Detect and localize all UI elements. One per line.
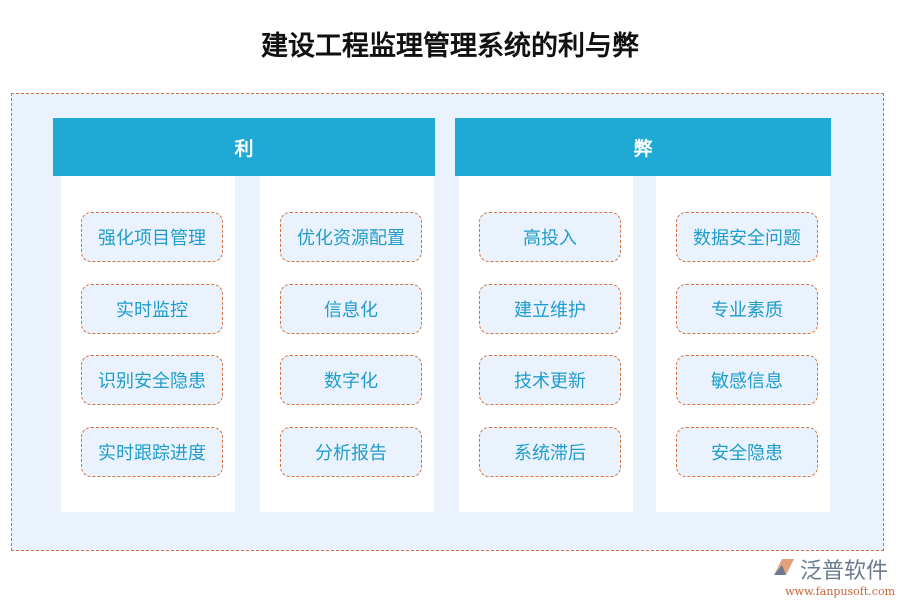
item-box: 安全隐患 [676,427,818,477]
item-box: 实时监控 [81,284,223,334]
item-box: 强化项目管理 [81,212,223,262]
section-header: 弊 [455,118,831,176]
column: 数据安全问题专业素质敏感信息安全隐患 [656,176,830,512]
item-box: 优化资源配置 [280,212,422,262]
item-box: 技术更新 [479,355,621,405]
item-box: 实时跟踪进度 [81,427,223,477]
item-box: 信息化 [280,284,422,334]
column: 优化资源配置信息化数字化分析报告 [260,176,434,512]
column: 强化项目管理实时监控识别安全隐患实时跟踪进度 [61,176,235,512]
item-box: 建立维护 [479,284,621,334]
logo-url: www.fanpusoft.com [785,585,895,598]
item-box: 数字化 [280,355,422,405]
section-header: 利 [53,118,435,176]
item-box: 专业素质 [676,284,818,334]
item-box: 数据安全问题 [676,212,818,262]
logo-name: 泛普软件 [800,559,889,584]
logo-icon [774,559,794,575]
item-box: 系统滞后 [479,427,621,477]
column: 高投入建立维护技术更新系统滞后 [459,176,633,512]
page-title: 建设工程监理管理系统的利与弊 [261,31,639,62]
item-box: 分析报告 [280,427,422,477]
logo: 泛普软件 www.fanpusoft.com [770,553,895,598]
item-box: 敏感信息 [676,355,818,405]
item-box: 高投入 [479,212,621,262]
item-box: 识别安全隐患 [81,355,223,405]
